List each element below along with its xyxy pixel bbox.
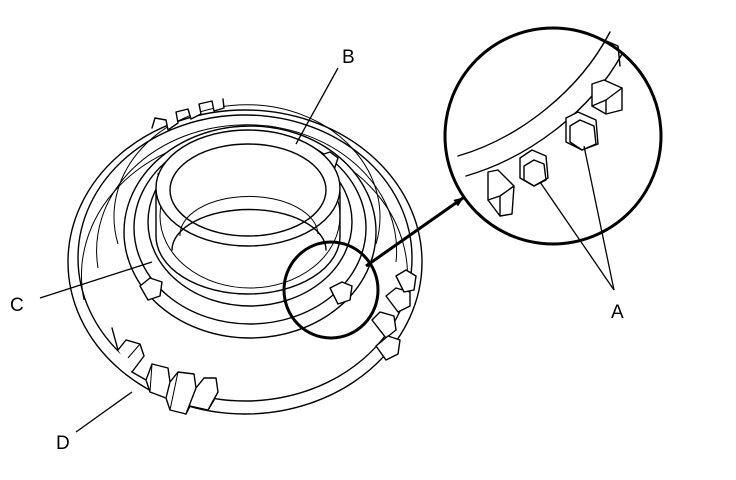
callout-label-b: B: [342, 47, 355, 68]
gear-teeth-top: [151, 98, 225, 131]
callout-label-c: C: [10, 295, 24, 316]
sleeve-bottom-edge: [155, 235, 341, 295]
callout-label-d: D: [56, 433, 70, 454]
gear-teeth-right: [371, 269, 417, 361]
sleeve-inner-bore-lower: [179, 195, 319, 237]
detail-pointer-arrow: [365, 196, 464, 268]
callout-label-a: A: [611, 302, 624, 323]
leader-c: [39, 261, 153, 299]
leader-a-1: [539, 181, 615, 291]
sleeve-top-inner: [169, 143, 327, 237]
gear-rim-inner-edge: [77, 114, 413, 402]
detail-zoom-circle: [443, 26, 663, 246]
detail-source-circle: [282, 240, 380, 340]
leader-b: [295, 67, 339, 145]
gear-assembly: [67, 98, 423, 415]
zoom-detail-content: [457, 31, 623, 217]
leader-d: [75, 391, 133, 433]
gear-face-ring-2: [96, 124, 398, 269]
gear-face-ring-3: [113, 104, 381, 245]
gear-teeth-front: [111, 327, 219, 415]
leader-a-2: [583, 145, 615, 291]
sleeve-wall: [155, 191, 341, 237]
